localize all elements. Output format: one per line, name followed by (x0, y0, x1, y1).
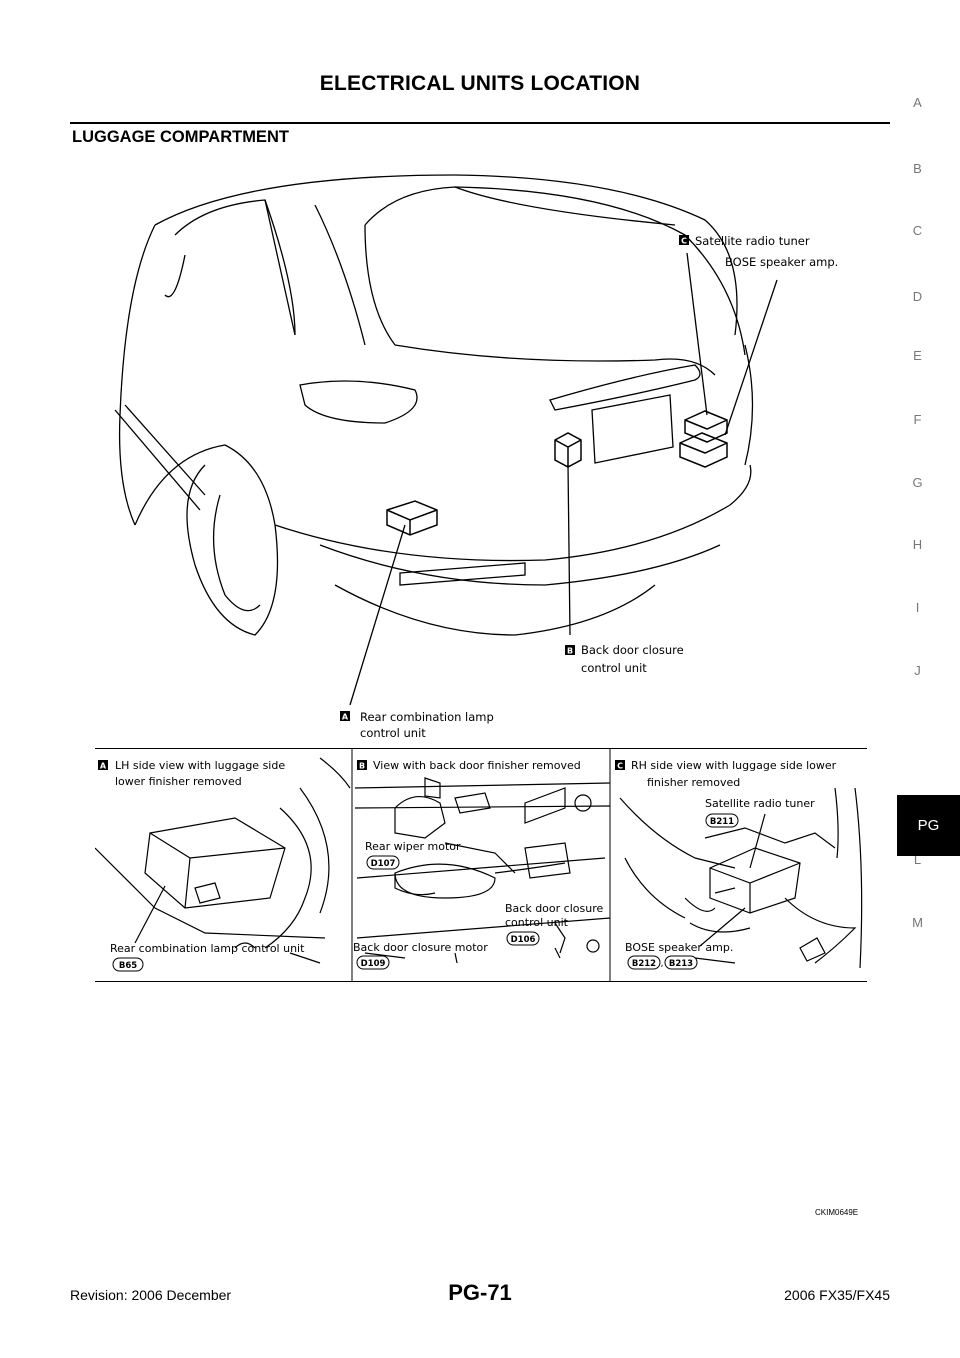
panel-c-rh-side-view: C RH side view with luggage side lower f… (615, 759, 863, 970)
callout-back-door-closure: Back door closure (581, 643, 684, 657)
side-index-h[interactable]: H (912, 537, 923, 552)
panel-b-closure-motor: Back door closure motor (353, 941, 488, 954)
side-index-m[interactable]: M (912, 915, 923, 930)
connector-d107: D107 (371, 859, 396, 869)
callout-satellite-radio-tuner: Satellite radio tuner (695, 234, 810, 248)
side-index-i[interactable]: I (915, 600, 920, 615)
footer-page-number: PG-71 (448, 1280, 512, 1305)
side-index-active-tab[interactable]: PG (897, 795, 960, 856)
svg-text:C: C (617, 762, 623, 771)
connector-b212: B212 (632, 959, 656, 969)
svg-text:A: A (100, 762, 107, 771)
svg-text:B: B (567, 647, 573, 656)
side-index-b[interactable]: B (913, 161, 922, 176)
side-index-d[interactable]: D (912, 289, 923, 304)
side-index-a[interactable]: A (913, 95, 922, 110)
panel-c-bose-speaker-amp: BOSE speaker amp. (625, 941, 733, 954)
svg-text:C: C (681, 237, 687, 246)
callout-bose-speaker-amp: BOSE speaker amp. (725, 255, 838, 269)
connector-b213: B213 (669, 959, 693, 969)
section-heading: LUGGAGE COMPARTMENT (72, 128, 289, 146)
callout-rear-combination-lamp-line2: control unit (360, 726, 426, 740)
side-index-j[interactable]: J (914, 663, 921, 678)
side-index-g[interactable]: G (912, 475, 923, 490)
figure-id: CKIM0649E (815, 1208, 859, 1217)
connector-d106: D106 (511, 935, 536, 945)
panel-b-closure-unit: Back door closure (505, 902, 603, 915)
svg-text:A: A (342, 713, 349, 722)
panel-a-caption-line2: lower finisher removed (115, 775, 242, 788)
footer-model: 2006 FX35/FX45 (784, 1287, 890, 1303)
side-index-e[interactable]: E (913, 348, 922, 363)
side-index-l[interactable]: L (913, 852, 922, 867)
page-title: ELECTRICAL UNITS LOCATION (319, 72, 641, 95)
side-index-f[interactable]: F (913, 412, 922, 427)
vehicle-rear-diagram: C Satellite radio tuner BOSE speaker amp… (114, 174, 838, 740)
panel-b-back-door-view: B View with back door finisher removed R… (353, 759, 611, 970)
panel-a-label: Rear combination lamp control unit (110, 942, 305, 955)
detail-panels: A LH side view with luggage side lower f… (95, 748, 867, 982)
svg-text:,: , (661, 959, 664, 969)
callout-b-marker (565, 645, 575, 655)
panel-a-caption: LH side view with luggage side (115, 759, 285, 772)
connector-b211: B211 (710, 817, 734, 827)
callout-back-door-closure-line2: control unit (581, 661, 647, 675)
panel-a-lh-side-view: A LH side view with luggage side lower f… (95, 757, 351, 972)
panel-c-caption: RH side view with luggage side lower (631, 759, 837, 772)
title-divider (70, 122, 890, 124)
panel-c-satellite-radio-tuner: Satellite radio tuner (705, 797, 815, 810)
panel-b-closure-unit-line2: control unit (505, 916, 569, 929)
side-index: A B C D E F G H I J L M (895, 0, 960, 1358)
callout-a-marker (340, 711, 350, 721)
callout-rear-combination-lamp: Rear combination lamp (360, 710, 494, 724)
svg-text:B: B (359, 762, 365, 771)
panel-b-rear-wiper-motor: Rear wiper motor (365, 840, 461, 853)
side-index-c[interactable]: C (912, 223, 923, 238)
connector-d109: D109 (361, 959, 386, 969)
connector-b65: B65 (119, 961, 137, 971)
footer-revision: Revision: 2006 December (70, 1287, 232, 1303)
callout-c-marker (679, 235, 689, 245)
panel-b-caption: View with back door finisher removed (373, 759, 581, 772)
panel-c-caption-line2: finisher removed (647, 776, 740, 789)
